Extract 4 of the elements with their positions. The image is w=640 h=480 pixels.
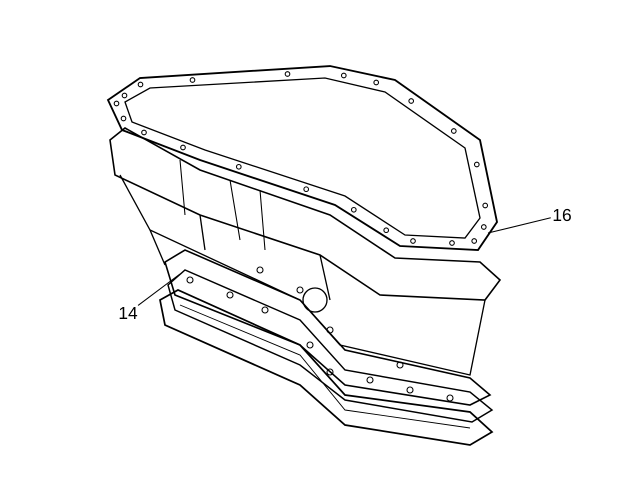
- callout-number: 14: [120, 307, 138, 319]
- leader-line: [488, 217, 551, 234]
- callout-number: 16: [554, 208, 571, 222]
- leader-line: [138, 274, 180, 306]
